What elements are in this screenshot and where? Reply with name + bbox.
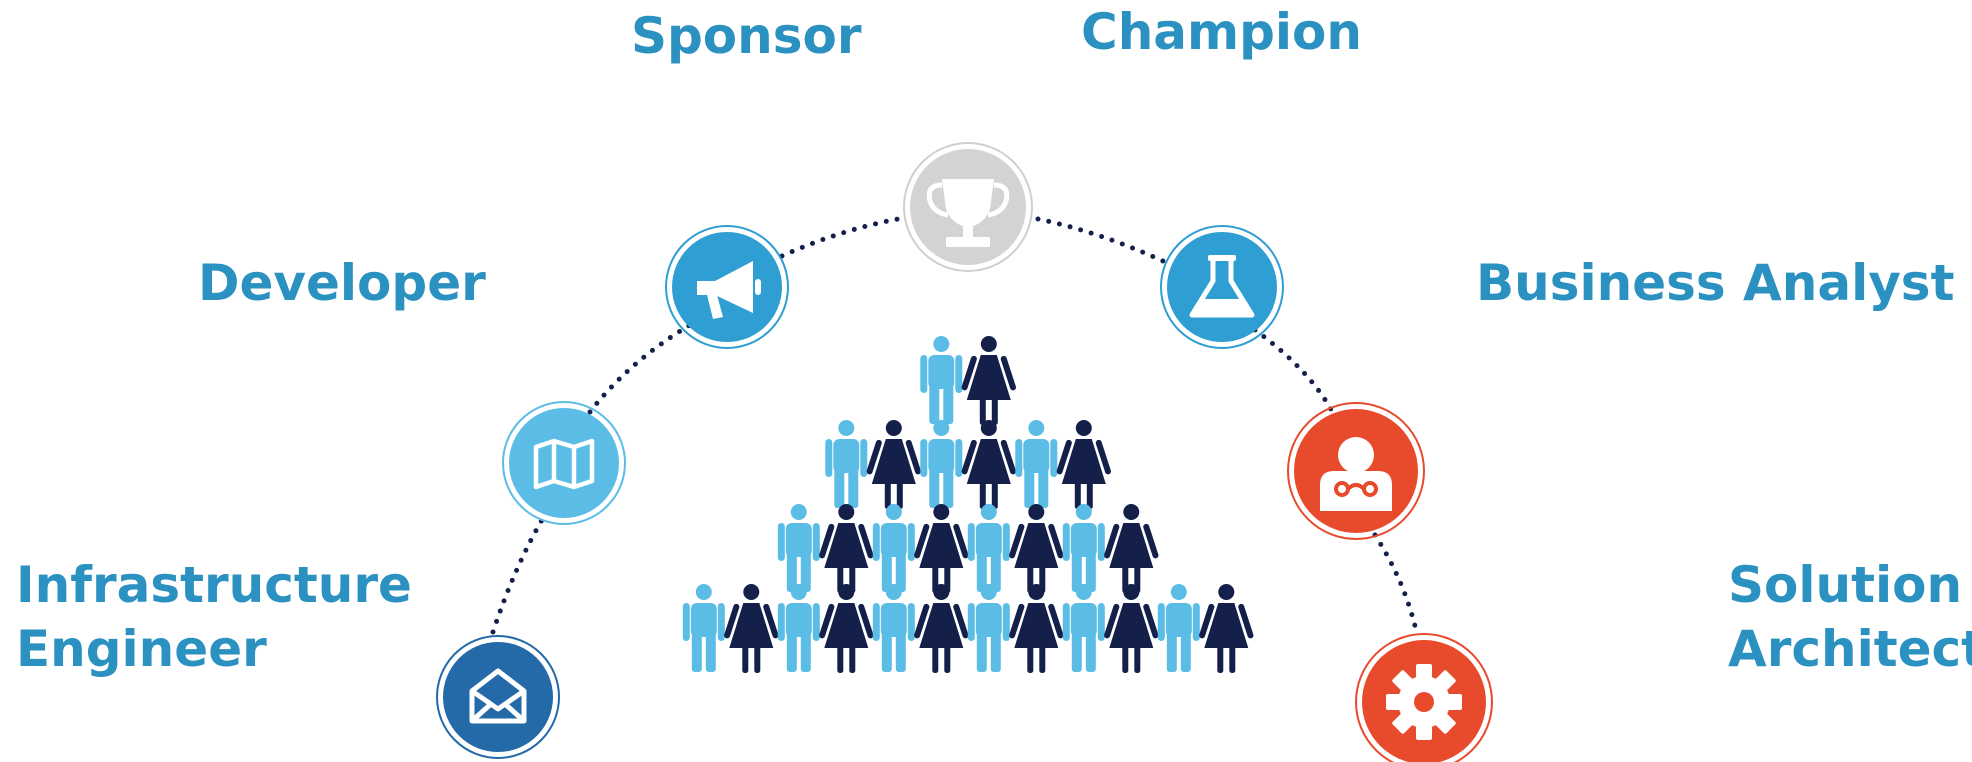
megaphone-icon	[697, 261, 761, 319]
man-icon	[1015, 420, 1058, 508]
label-solution-architect: Solution Architect	[1728, 553, 1972, 681]
connector-envelope-map	[490, 510, 549, 635]
people-pyramid	[682, 336, 1255, 673]
man-icon	[1157, 584, 1200, 672]
woman-icon	[1198, 584, 1255, 673]
woman-icon	[1055, 420, 1112, 509]
woman-icon	[1008, 504, 1065, 593]
woman-icon	[960, 336, 1017, 425]
woman-icon	[913, 584, 970, 673]
connector-map-megaphone	[587, 319, 698, 415]
label-solution-architect-line2: Architect	[1728, 620, 1972, 678]
man-icon	[777, 504, 820, 592]
connector-agent-gear	[1372, 532, 1419, 633]
megaphone-node	[665, 225, 789, 349]
man-icon	[872, 584, 915, 672]
man-icon	[967, 584, 1010, 672]
label-solution-architect-line1: Solution	[1728, 556, 1963, 614]
man-icon	[872, 504, 915, 592]
dotted-connectors	[490, 216, 1419, 635]
woman-icon	[1008, 584, 1065, 673]
gear-node	[1355, 633, 1493, 762]
woman-icon	[1103, 504, 1160, 593]
label-business-analyst: Business Analyst	[1476, 254, 1955, 312]
envelope-node	[436, 635, 560, 759]
map-icon	[533, 438, 595, 490]
connector-flask-agent	[1252, 327, 1336, 416]
trophy-icon	[926, 179, 1010, 247]
woman-icon	[818, 584, 875, 673]
man-icon	[1062, 504, 1105, 592]
label-infrastructure-engineer: Infrastructure Engineer	[16, 553, 412, 681]
support-agent-node	[1287, 402, 1425, 540]
man-icon	[920, 420, 963, 508]
trophy-node	[903, 142, 1033, 272]
label-infrastructure-engineer-line2: Engineer	[16, 620, 267, 678]
man-icon	[825, 420, 868, 508]
connector-trophy-flask	[1035, 216, 1168, 265]
man-icon	[1062, 584, 1105, 672]
flask-node	[1160, 225, 1284, 349]
man-icon	[967, 504, 1010, 592]
envelope-icon	[469, 668, 527, 724]
connector-megaphone-trophy	[779, 216, 901, 259]
map-node	[502, 401, 626, 525]
label-infrastructure-engineer-line1: Infrastructure	[16, 556, 412, 614]
flask-icon	[1189, 255, 1255, 318]
label-champion: Champion	[1081, 3, 1363, 61]
woman-icon	[818, 504, 875, 593]
man-icon	[777, 584, 820, 672]
woman-icon	[865, 420, 922, 509]
woman-icon	[723, 584, 780, 673]
label-sponsor: Sponsor	[631, 7, 862, 65]
woman-icon	[913, 504, 970, 593]
label-developer: Developer	[198, 254, 486, 312]
man-icon	[682, 584, 725, 672]
gear-icon	[1386, 664, 1462, 740]
woman-icon	[1103, 584, 1160, 673]
man-icon	[920, 336, 963, 424]
woman-icon	[960, 420, 1017, 509]
support-agent-icon	[1320, 437, 1392, 511]
